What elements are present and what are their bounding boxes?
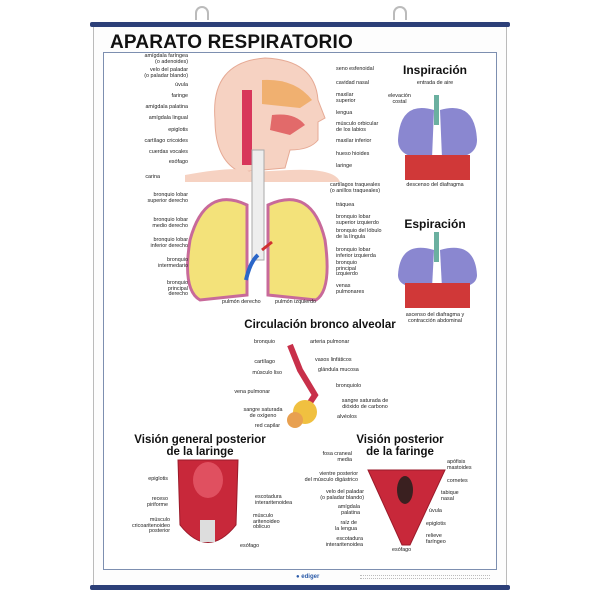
label-cavidad-nasal: cavidad nasal [336, 80, 369, 86]
label-cartilago: cartílago [254, 359, 275, 365]
label-sangre-oxigeno: sangre saturada de oxígeno [243, 407, 283, 419]
label-musculo-aritenoideo: músculo aritenoideo oblicuo [253, 513, 280, 531]
label-red-capilar: red capilar [254, 423, 280, 429]
label-alveolos: alvéolos [337, 414, 357, 420]
bottom-rod [90, 585, 510, 590]
label-bronquio-superior-derecho: bronquio lobar superior derecho [147, 192, 188, 204]
label-amigdala-palatina: amígdala palatina [145, 104, 188, 110]
larynx-illustration [177, 459, 239, 543]
label-epiglotis: epiglotis [168, 127, 188, 133]
label-laringe-epiglotis: epiglotis [148, 476, 168, 482]
circulation-title: Circulación bronco alveolar [244, 319, 396, 331]
label-traquea: tráquea [336, 202, 355, 208]
label-bronquio-lobulo-lingula: bronquio del lóbulo de la língula [336, 228, 382, 240]
head-illustration [185, 57, 340, 182]
label-faringe-epiglotis: epiglotis [426, 521, 446, 527]
label-glandula-mucosa: glándula mucosa [318, 367, 359, 373]
label-amigdala-faringea: amígdala faríngea (o adenoides) [144, 53, 188, 65]
brand-logo: ● ediger [296, 574, 320, 580]
label-faringe: faringe [171, 93, 188, 99]
label-bronquio-medio-derecho: bronquio lobar medio derecho [152, 217, 188, 229]
label-fosa-craneal: fosa craneal media [322, 451, 352, 463]
label-vientre-digastrico: vientre posterior del músculo digástrico [304, 471, 358, 483]
label-relieve-faringeo: relieve faríngeo [426, 533, 446, 545]
label-faringe-escotadura: escotadura interaritenoidea [325, 536, 363, 548]
label-esofago: esófago [168, 159, 188, 165]
footer-fine-print [360, 575, 490, 579]
inspiration-title: Inspiración [402, 63, 467, 77]
top-rod [90, 22, 510, 27]
label-faringe-esofago: esófago [392, 547, 412, 553]
label-musculo-orbicular: músculo orbicular de los labios [336, 121, 379, 133]
larynx-title: Visión general posterior de la laringe [134, 434, 266, 459]
label-faringe-velo: velo del paladar (o paladar blando) [320, 489, 364, 501]
label-hueso-hioides: hueso hioides [336, 151, 370, 157]
label-musculo-liso: músculo liso [252, 370, 282, 376]
inspiration-air-label: entrada de aire [416, 80, 454, 86]
expiration-illustration [398, 232, 477, 308]
label-cartilago-cricoides: cartílago cricoides [144, 138, 188, 144]
label-musculo-cricoaritenoideo: músculo cricoaritenoideo posterior [131, 517, 170, 535]
expiration-title: Espiración [404, 217, 466, 231]
label-cuerdas-vocales: cuerdas vocales [149, 149, 188, 155]
label-laringe-esofago: esófago [240, 543, 260, 549]
label-bronquio-inferior-derecho: bronquio lobar inferior derecho [150, 237, 188, 249]
expiration-caption: ascenso del diafragma y contracción abdo… [405, 312, 465, 324]
label-cartilagos-traqueales: cartílagos traqueales (o anillos traquea… [330, 182, 381, 194]
label-apofisis-mastoides: apófisis mastoides [447, 459, 472, 471]
label-tabique-nasal: tabique nasal [441, 490, 459, 502]
label-maxilar-inferior: maxilar inferior [336, 138, 372, 144]
label-receso-piriforme: receso piriforme [147, 496, 168, 508]
label-bronquio: bronquio [254, 339, 275, 345]
label-bronquio-principal-izquierdo: bronquio principal izquierdo [336, 260, 358, 278]
label-arteria-pulmonar: arteria pulmonar [310, 339, 350, 345]
label-maxilar-superior: maxilar superior [336, 92, 356, 104]
label-escotadura: escotadura interaritenoidea [255, 494, 293, 506]
label-bronquio-intermedario: bronquio intermedario [158, 257, 188, 269]
label-raiz-lengua: raíz de la lengua [335, 520, 357, 532]
label-sangre-dioxido: sangre saturada de dióxido de carbono [341, 398, 389, 410]
bronchoalveolar-illustration [287, 343, 319, 428]
label-velo-paladar: velo del paladar (o paladar blando) [144, 67, 188, 79]
label-vasos-linfaticos: vasos linfáticos [315, 357, 352, 363]
pharynx-title: Visión posterior de la faringe [356, 434, 444, 459]
label-bronquio-inferior-izquierda: bronquio lobar inferior izquierda [336, 247, 376, 259]
label-faringe-amigdala: amígdala palatina [337, 504, 360, 516]
label-lengua: lengua [336, 110, 353, 116]
poster-title: APARATO RESPIRATORIO [110, 32, 353, 53]
brand-name: ediger [301, 574, 320, 580]
inspiration-costal-label: elevación costal [388, 93, 411, 105]
label-carina: carina [145, 174, 160, 180]
pharynx-illustration [367, 469, 446, 546]
label-faringe-uvula: úvula [429, 508, 442, 514]
label-laringe: laringe [336, 163, 353, 169]
label-bronquio-principal-derecho: bronquio principal derecho [167, 280, 188, 298]
label-uvula: úvula [175, 82, 188, 88]
label-pulmon-derecho: pulmón derecho [222, 299, 261, 305]
label-vena-pulmonar: vena pulmonar [234, 389, 270, 395]
inspiration-illustration [398, 95, 477, 180]
label-venas-pulmonares: venas pulmonares [336, 283, 365, 295]
label-pulmon-izquierdo: pulmón izquierdo [275, 299, 317, 305]
label-cornetes: cornetes [447, 478, 468, 484]
inspiration-caption: descenso del diafragma [406, 182, 464, 188]
hanger-hook-right [393, 6, 407, 20]
hanger-hook-left [195, 6, 209, 20]
label-bronquio-superior-izquierdo: bronquio lobar superior izquierdo [336, 214, 379, 226]
label-bronquiolo: bronquiolo [336, 383, 362, 389]
lungs-illustration [186, 198, 329, 302]
label-seno-esfenoidal: seno esfenoidal [336, 66, 374, 72]
label-amigdala-lingual: amígdala lingual [148, 115, 188, 121]
